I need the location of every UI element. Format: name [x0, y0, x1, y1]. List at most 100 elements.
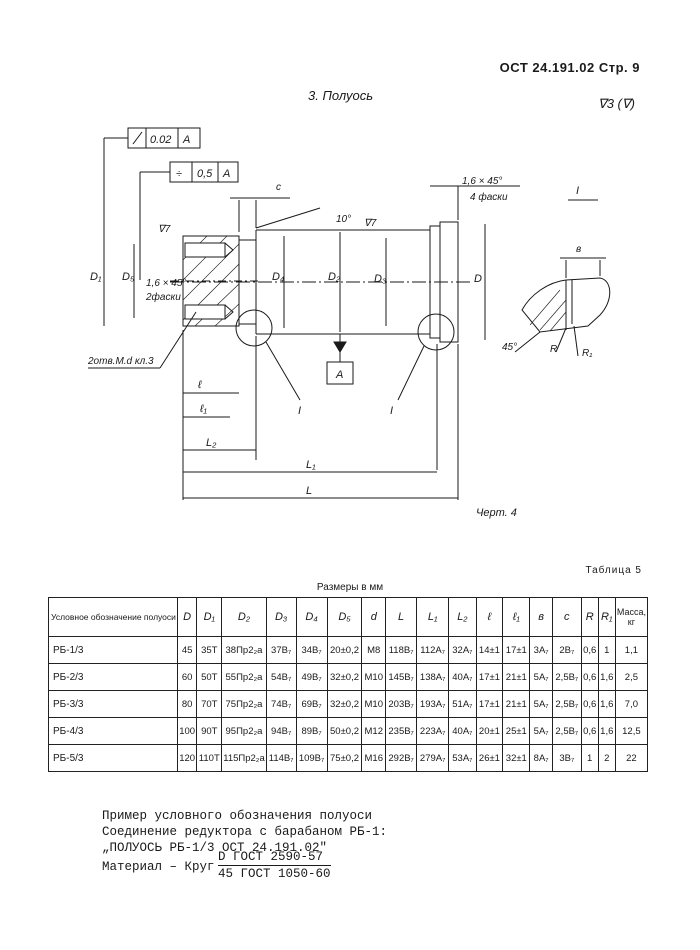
- table-caption: Таблица 5: [585, 565, 642, 576]
- chamfer-top-note: 4 фаски: [470, 191, 508, 203]
- table-cell: 45: [176, 636, 198, 664]
- note-line: „ПОЛУОСЬ РБ-1/3 ОСТ 24.191.02": [102, 841, 328, 855]
- table-cell: 235В₇: [385, 717, 418, 745]
- tol-2-symbol: ÷: [176, 168, 182, 180]
- table-cell: 40А₇: [448, 717, 477, 745]
- table-cell: 0,6: [580, 717, 599, 745]
- rough-7b: ∇7: [364, 218, 377, 229]
- col-header: в: [529, 597, 553, 637]
- table-cell: 1,6: [597, 717, 616, 745]
- table-cell: 100: [176, 717, 198, 745]
- table-cell: 89В₇: [295, 717, 328, 745]
- table-cell: 50±0,2: [326, 717, 363, 745]
- table-cell: 1: [580, 744, 599, 772]
- table-cell: 34В₇: [295, 636, 328, 664]
- label-D5: D₅: [122, 271, 135, 283]
- table-cell: 0,6: [580, 663, 599, 691]
- detail-i-a: I: [298, 405, 301, 417]
- label-D1: D₁: [90, 271, 102, 283]
- table-cell: 12,5: [614, 717, 649, 745]
- figure-caption: Черт. 4: [476, 507, 517, 519]
- table-cell: 80: [176, 690, 198, 718]
- table-cell: 203В₇: [385, 690, 418, 718]
- material-label: Материал – Круг: [102, 860, 215, 874]
- note-line: Соединение редуктора с барабаном РБ-1:: [102, 825, 388, 839]
- table-cell: 114В₇: [265, 744, 297, 772]
- table-header-row: Условное обозначение полуоси D D₁ D₂ D₃ …: [48, 597, 649, 637]
- table-cell: РБ-2/3: [48, 663, 178, 691]
- table-cell: 94В₇: [265, 717, 297, 745]
- table-cell: 2: [597, 744, 616, 772]
- table-cell: 7,0: [614, 690, 649, 718]
- roughness-symbol: ∇3 (∇): [598, 96, 635, 111]
- table-cell: 55Пр2₂а: [221, 663, 267, 691]
- material-denominator: 45 ГОСТ 1050-60: [218, 867, 331, 881]
- table-cell: 32±1: [502, 744, 531, 772]
- table-cell: 193А₇: [416, 690, 450, 718]
- col-header: R₁: [597, 597, 616, 637]
- table-cell: М8: [361, 636, 387, 664]
- table-cell: 21±1: [502, 663, 531, 691]
- section-title: 3. Полуось: [308, 88, 374, 103]
- table-cell: 120: [176, 744, 198, 772]
- detail-i-b: I: [390, 405, 393, 417]
- datum-a: A: [335, 369, 343, 381]
- table-cell: 32А₇: [448, 636, 477, 664]
- material-numerator: D ГОСТ 2590-57: [218, 850, 331, 866]
- table-cell: 1,1: [614, 636, 649, 664]
- table-cell: 0,6: [580, 690, 599, 718]
- table-cell: 2,5В₇: [551, 663, 582, 691]
- detail-view-i: [521, 277, 611, 333]
- col-header: D: [176, 597, 198, 637]
- col-header: D₄: [295, 597, 328, 637]
- table-cell: 8А₇: [529, 744, 553, 772]
- table-cell: РБ-5/3: [48, 744, 178, 772]
- label-R1: R₁: [582, 348, 592, 359]
- col-header: c: [551, 597, 582, 637]
- table-cell: 40А₇: [448, 663, 477, 691]
- document-header: ОСТ 24.191.02 Стр. 9: [499, 60, 640, 75]
- table-cell: 49В₇: [295, 663, 328, 691]
- table-cell: 118В₇: [385, 636, 418, 664]
- view-i-label: I: [576, 185, 579, 197]
- table-cell: 2,5В₇: [551, 690, 582, 718]
- label-c: c: [276, 182, 281, 193]
- table-cell: М10: [361, 663, 387, 691]
- col-header: L₁: [416, 597, 450, 637]
- table-cell: 17±1: [502, 636, 531, 664]
- designation-example: Пример условного обозначения полуоси Сое…: [102, 808, 387, 856]
- table-cell: 74В₇: [265, 690, 297, 718]
- table-cell: 1,6: [597, 690, 616, 718]
- table-cell: 22: [614, 744, 649, 772]
- col-header: D₅: [326, 597, 363, 637]
- tol-2-datum: A: [222, 168, 230, 180]
- table-cell: 5А₇: [529, 663, 553, 691]
- table-cell: 145В₇: [385, 663, 418, 691]
- col-header: ℓ₁: [502, 597, 531, 637]
- table-cell: РБ-1/3: [48, 636, 178, 664]
- table-cell: М10: [361, 690, 387, 718]
- table-cell: 14±1: [475, 636, 504, 664]
- table-cell: 2В₇: [551, 636, 582, 664]
- table-cell: 70Т: [196, 690, 223, 718]
- tol-2-value: 0,5: [197, 168, 213, 180]
- table-cell: 1,6: [597, 663, 616, 691]
- note-line: Пример условного обозначения полуоси: [102, 809, 373, 823]
- table-cell: 53А₇: [448, 744, 477, 772]
- rough-7a: ∇7: [158, 224, 171, 235]
- table-cell: 90Т: [196, 717, 223, 745]
- tol-1-value: 0.02: [150, 134, 171, 146]
- label-L2: L₂: [206, 437, 217, 449]
- datum-box: [326, 361, 354, 385]
- chamfer-top: 1,6 × 45°: [462, 176, 502, 187]
- col-header: d: [361, 597, 387, 637]
- table-cell: 5А₇: [529, 717, 553, 745]
- angle-10: 10°: [336, 214, 351, 225]
- label-D2: D₂: [328, 271, 341, 283]
- col-header: D₂: [221, 597, 267, 637]
- table-cell: 20±0,2: [326, 636, 363, 664]
- table-cell: 279А₇: [416, 744, 450, 772]
